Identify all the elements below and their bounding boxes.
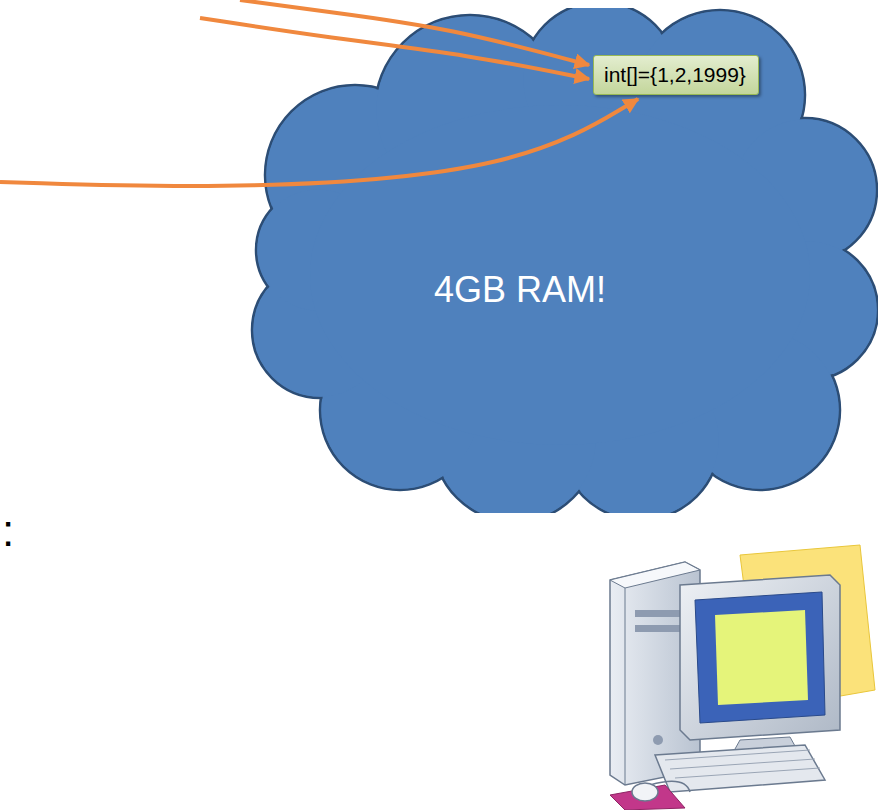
pointer-arrow (0, 99, 638, 186)
slide-text-fragment: : (2, 506, 14, 556)
ram-cloud: 4GB RAM! int[]={1,2,1999} (250, 8, 878, 513)
pointer-arrow (240, 0, 589, 65)
mouse (632, 783, 658, 801)
pointer-arrow (200, 18, 589, 79)
cloud-label: 4GB RAM! (434, 269, 606, 311)
array-box: int[]={1,2,1999} (593, 55, 759, 95)
monitor-screen (695, 592, 825, 723)
screen-display (715, 610, 808, 705)
cloud-outline (250, 8, 878, 513)
array-text: int[]={1,2,1999} (604, 63, 748, 87)
monitor (680, 575, 840, 740)
computer-clipart (590, 540, 881, 810)
keyboard (655, 745, 825, 792)
